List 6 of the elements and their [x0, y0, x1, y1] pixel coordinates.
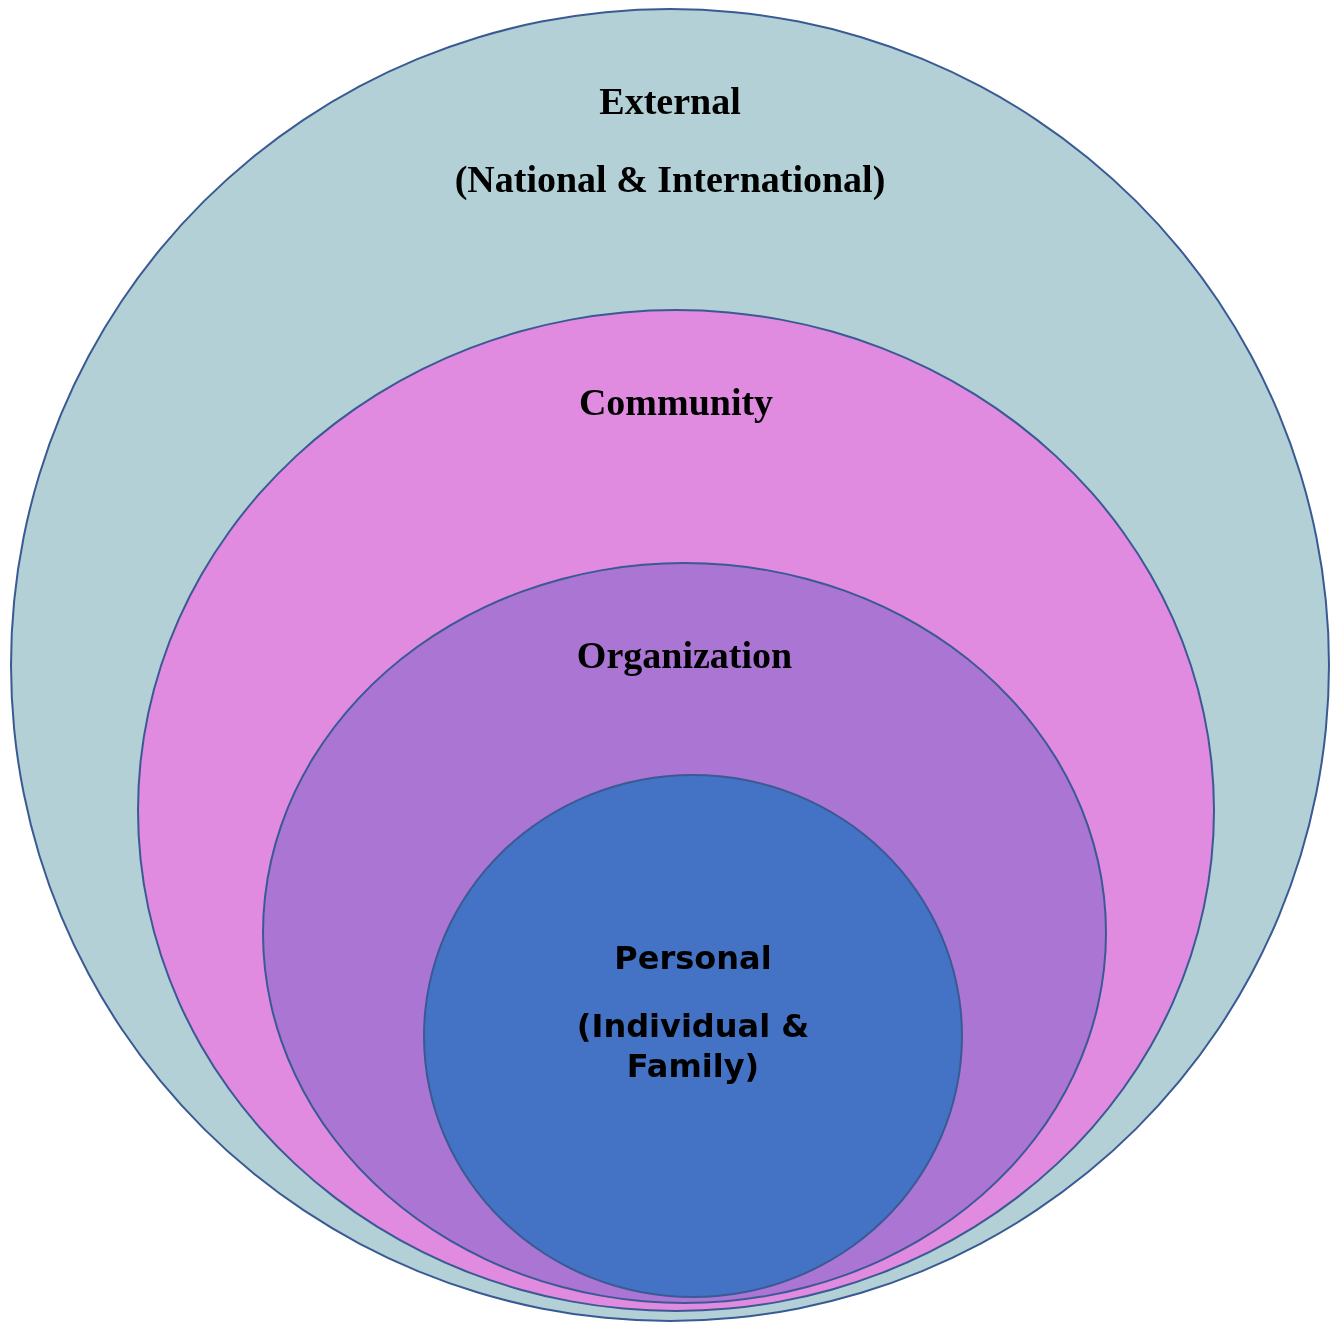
- ellipse-label: Community: [577, 380, 775, 425]
- ellipse-label: (Individual & Family): [575, 1006, 811, 1086]
- ellipse-label: External: [598, 79, 742, 124]
- ellipse-label: Organization: [575, 633, 794, 678]
- ellipse-label: (National & International): [453, 156, 887, 202]
- ellipse-label: Personal: [613, 938, 773, 978]
